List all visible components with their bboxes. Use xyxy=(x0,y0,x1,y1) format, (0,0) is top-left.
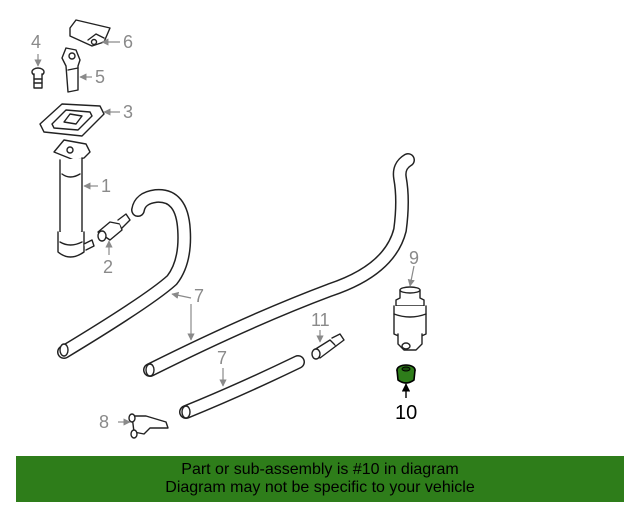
part-2-connector xyxy=(97,213,131,242)
banner-line-2: Diagram may not be specific to your vehi… xyxy=(165,479,475,496)
part-3-gasket xyxy=(39,103,105,137)
part-7-hose-left xyxy=(57,188,192,359)
parts-diagram: 4 6 5 3 1 2 7 7 11 8 9 10 xyxy=(31,19,427,439)
callout-10: 10 xyxy=(395,402,417,424)
callout-5: 5 xyxy=(95,67,105,87)
info-banner: Part or sub-assembly is #10 in diagram D… xyxy=(16,456,624,502)
callout-3: 3 xyxy=(123,102,133,122)
part-7-hose-long xyxy=(143,153,415,377)
part-1-cylinder xyxy=(53,139,95,258)
part-9-pump xyxy=(393,286,427,351)
callout-9: 9 xyxy=(409,248,419,268)
part-4-screw xyxy=(31,67,45,89)
callout-11: 11 xyxy=(311,310,330,330)
callout-6: 6 xyxy=(123,32,133,52)
part-5-nozzle xyxy=(61,47,81,93)
callout-7-upper: 7 xyxy=(194,286,204,306)
callout-8: 8 xyxy=(99,412,109,432)
part-7-hose-short xyxy=(179,355,305,419)
part-8-y-connector xyxy=(128,413,169,439)
callout-4: 4 xyxy=(31,32,41,52)
callout-7-lower: 7 xyxy=(217,348,227,368)
callout-2: 2 xyxy=(103,257,113,277)
part-11-connector xyxy=(311,333,345,360)
part-10-grommet xyxy=(396,364,416,384)
banner-line-1: Part or sub-assembly is #10 in diagram xyxy=(181,461,459,478)
callout-1: 1 xyxy=(101,176,111,196)
